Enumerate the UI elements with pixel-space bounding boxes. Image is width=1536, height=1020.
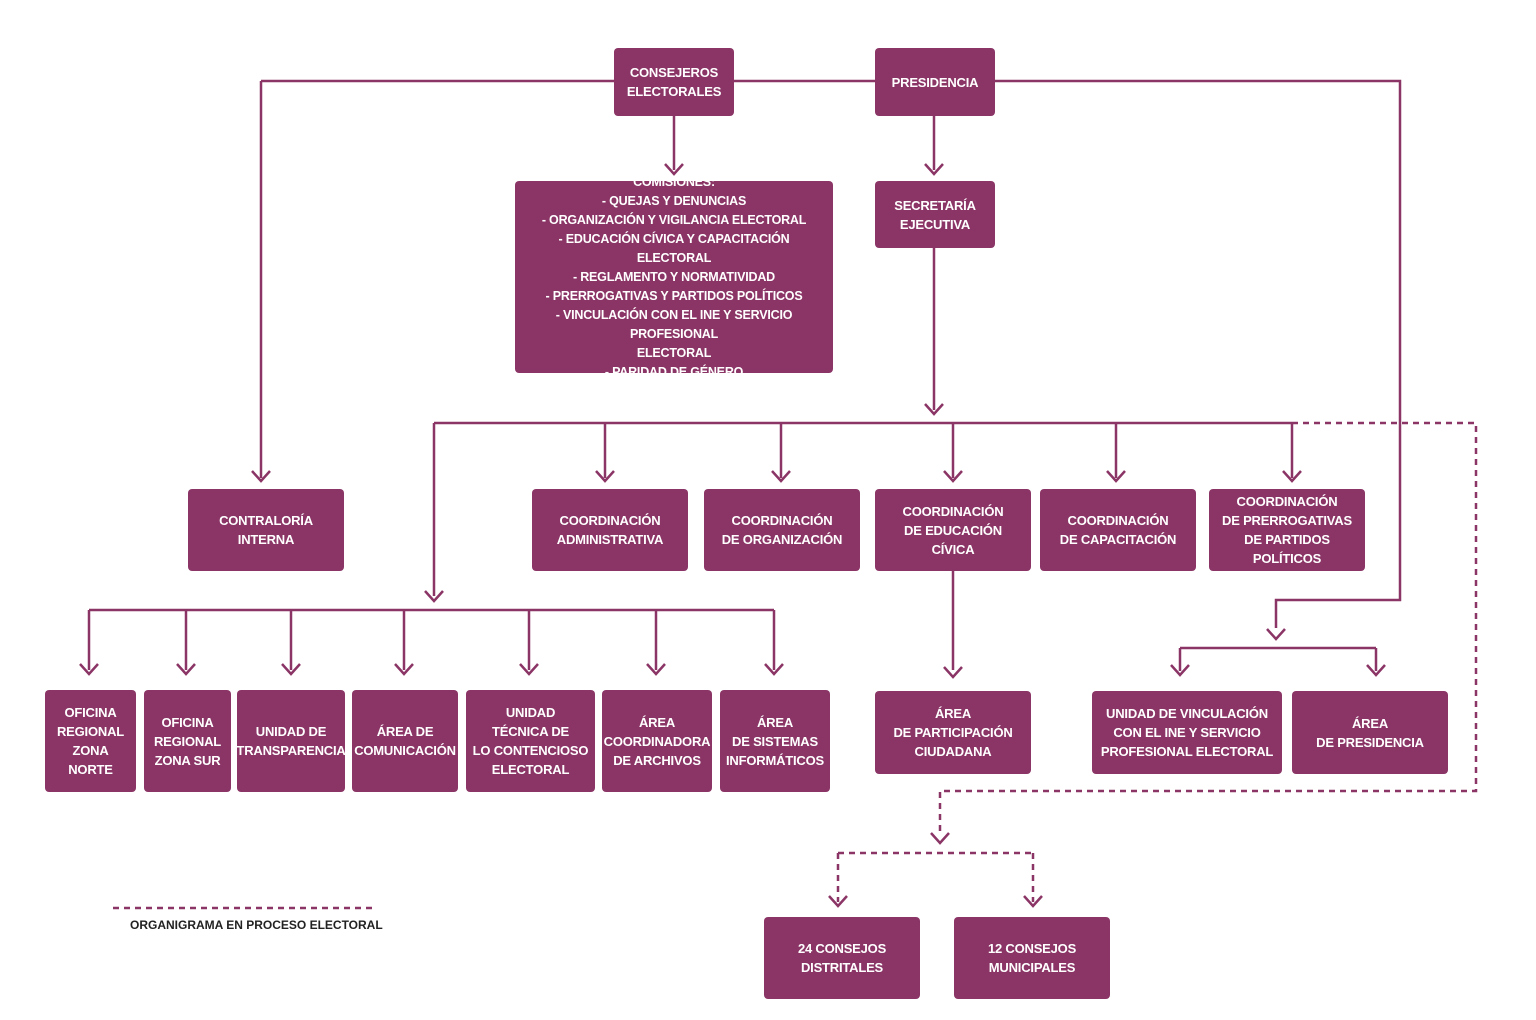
dashed-arrowhead — [828, 895, 848, 908]
arrowhead — [519, 663, 539, 676]
node-area-comunicacion: ÁREA DE COMUNICACIÓN — [352, 690, 458, 792]
node-area-participacion-ciudadana: ÁREA DE PARTICIPACIÓN CIUDADANA — [875, 691, 1031, 774]
node-comisiones: COMISIONES: - QUEJAS Y DENUNCIAS - ORGAN… — [515, 175, 833, 379]
dashed-connector — [938, 421, 1478, 836]
arrowhead — [1106, 470, 1126, 483]
arrowhead — [251, 470, 271, 483]
node-area-presidencia: ÁREA DE PRESIDENCIA — [1292, 691, 1448, 774]
node-consejos-distritales: 24 CONSEJOS DISTRITALES — [764, 917, 920, 999]
node-coordinacion-administrativa: COORDINACIÓN ADMINISTRATIVA — [532, 489, 688, 571]
node-area-sistemas: ÁREA DE SISTEMAS INFORMÁTICOS — [720, 690, 830, 792]
arrowhead — [424, 590, 444, 603]
arrowhead — [79, 663, 99, 676]
arrowhead — [1170, 664, 1190, 677]
arrowhead — [646, 663, 666, 676]
arrowhead — [943, 666, 963, 679]
node-consejos-municipales: 12 CONSEJOS MUNICIPALES — [954, 917, 1110, 999]
node-consejeros-electorales: CONSEJEROS ELECTORALES — [614, 48, 734, 116]
node-unidad-contencioso-electoral: UNIDAD TÉCNICA DE LO CONTENCIOSO ELECTOR… — [466, 690, 595, 792]
arrowhead — [664, 163, 684, 176]
arrowhead — [943, 470, 963, 483]
node-unidad-vinculacion: UNIDAD DE VINCULACIÓN CON EL INE Y SERVI… — [1092, 691, 1282, 774]
node-oficina-zona-sur: OFICINA REGIONAL ZONA SUR — [144, 690, 231, 792]
arrowhead — [176, 663, 196, 676]
arrowhead — [771, 470, 791, 483]
dashed-arrowhead — [1023, 895, 1043, 908]
dashed-arrowhead — [930, 832, 950, 845]
node-area-archivos: ÁREA COORDINADORA DE ARCHIVOS — [602, 690, 712, 792]
arrowhead — [764, 663, 784, 676]
arrowhead — [595, 470, 615, 483]
arrowhead — [924, 163, 944, 176]
node-secretaria-ejecutiva: SECRETARÍA EJECUTIVA — [875, 181, 995, 248]
arrowhead — [1266, 628, 1286, 641]
node-coordinacion-educacion-civica: COORDINACIÓN DE EDUCACIÓN CÍVICA — [875, 489, 1031, 571]
connector-line — [995, 79, 1402, 628]
node-presidencia: PRESIDENCIA — [875, 48, 995, 116]
node-coordinacion-prerrogativas: COORDINACIÓN DE PRERROGATIVAS DE PARTIDO… — [1209, 489, 1365, 571]
legend-label: ORGANIGRAMA EN PROCESO ELECTORAL — [130, 918, 383, 932]
arrowhead — [1282, 470, 1302, 483]
arrowhead — [394, 663, 414, 676]
arrowhead — [1366, 664, 1386, 677]
node-coordinacion-capacitacion: COORDINACIÓN DE CAPACITACIÓN — [1040, 489, 1196, 571]
node-unidad-transparencia: UNIDAD DE TRANSPARENCIA — [236, 690, 346, 792]
arrowhead — [281, 663, 301, 676]
node-coordinacion-organizacion: COORDINACIÓN DE ORGANIZACIÓN — [704, 489, 860, 571]
node-contraloria-interna: CONTRALORÍA INTERNA — [188, 489, 344, 571]
arrowhead — [924, 403, 944, 416]
node-oficina-zona-norte: OFICINA REGIONAL ZONA NORTE — [45, 690, 136, 792]
